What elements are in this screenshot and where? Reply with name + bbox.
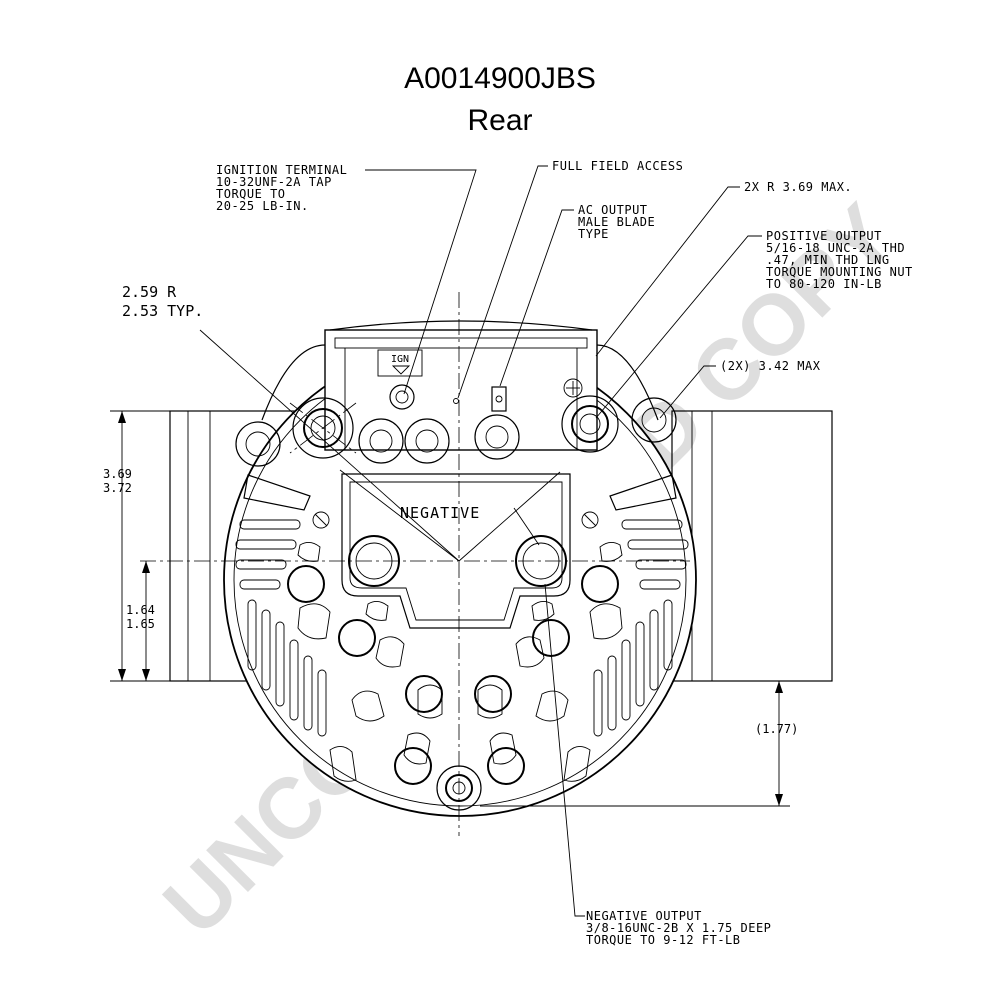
left-mount-bolt [235, 421, 281, 467]
dimension-center-height: 1.64 1.65 [126, 603, 155, 631]
ac-male-blade [491, 386, 507, 412]
callout-line: 5/16-18 UNC-2A THD [766, 241, 905, 255]
dimension-foot-offset: (1.77) [755, 722, 798, 736]
positive-output-stud [561, 395, 619, 453]
callout-line: AC OUTPUT [578, 203, 648, 217]
callout-line: 2.59 R [122, 283, 177, 301]
callout-positive-output: POSITIVE OUTPUT 5/16-18 UNC-2A THD .47, … [766, 229, 913, 291]
callout-full-field-access: FULL FIELD ACCESS [552, 159, 683, 173]
callout-line: (2X) 3.42 MAX [720, 359, 821, 373]
callout-line: .47, MIN THD LNG [766, 253, 890, 267]
callout-line: TORQUE MOUNTING NUT [766, 265, 913, 279]
leader-lines [199, 165, 762, 917]
vent-slots [235, 474, 689, 782]
full-field-access-hole [453, 398, 459, 404]
callout-hole-max: (2X) 3.42 MAX [720, 359, 821, 373]
callout-line: TO 80-120 IN-LB [766, 277, 882, 291]
mount-boss [292, 397, 354, 459]
negative-label: NEGATIVE [400, 504, 480, 522]
terminal-nut-1 [358, 418, 404, 464]
callout-line: 20-25 LB-IN. [216, 199, 309, 213]
center-lines [140, 292, 690, 836]
callout-line: 3/8-16UNC-2B X 1.75 DEEP [586, 921, 771, 935]
callout-line: MALE BLADE [578, 215, 655, 229]
callout-line: TORQUE TO 9-12 FT-LB [586, 933, 741, 947]
dimension-value: 1.65 [126, 617, 155, 631]
dimension-lines [110, 410, 790, 807]
callout-line: FULL FIELD ACCESS [552, 159, 683, 173]
dimension-overall-height: 3.69 3.72 [103, 467, 132, 495]
callout-line: NEGATIVE OUTPUT [586, 909, 702, 923]
callout-line: IGNITION TERMINAL [216, 163, 347, 177]
callout-line: 2X R 3.69 MAX. [744, 180, 852, 194]
dimension-value: 3.69 [103, 467, 132, 481]
dimension-value: 3.72 [103, 481, 132, 495]
ac-output-terminal [474, 414, 520, 460]
callout-negative-output: NEGATIVE OUTPUT 3/8-16UNC-2B X 1.75 DEEP… [586, 909, 771, 947]
callout-line: POSITIVE OUTPUT [766, 229, 882, 243]
negative-terminal-plate: NEGATIVE [341, 473, 571, 629]
terminal-nut-2 [404, 418, 450, 464]
callout-line: 10-32UNF-2A TAP [216, 175, 332, 189]
ignition-terminal [389, 384, 415, 410]
right-mount-bolt [631, 397, 677, 443]
callout-mount-radius: 2.59 R 2.53 TYP. [122, 283, 203, 320]
callout-radius-max: 2X R 3.69 MAX. [744, 180, 852, 194]
dimension-value: 1.64 [126, 603, 155, 617]
part-number-title: A0014900JBS [404, 62, 596, 95]
callout-ac-output: AC OUTPUT MALE BLADE TYPE [578, 203, 655, 241]
callout-line: TYPE [578, 227, 609, 241]
callout-ignition-terminal: IGNITION TERMINAL 10-32UNF-2A TAP TORQUE… [216, 163, 347, 213]
housing-outline [169, 320, 833, 817]
callout-line: TORQUE TO [216, 187, 286, 201]
view-name-subtitle: Rear [467, 104, 532, 137]
ign-tag: IGN [391, 354, 409, 365]
callout-line: 2.53 TYP. [122, 302, 203, 320]
